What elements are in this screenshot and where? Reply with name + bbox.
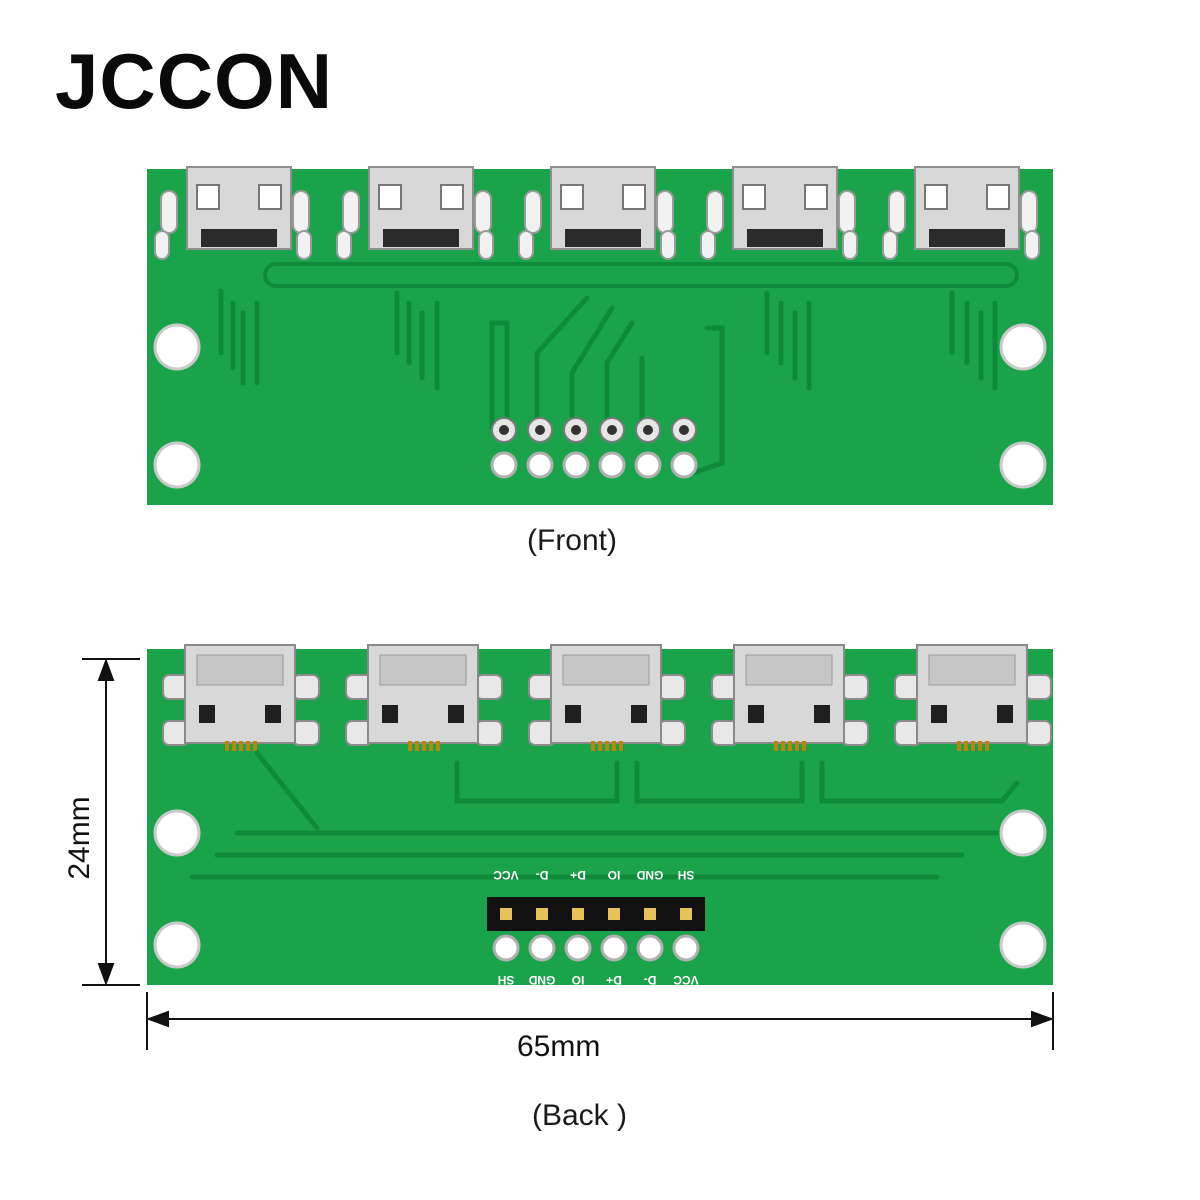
back-traces <box>189 750 1020 880</box>
through-hole-pad <box>564 934 592 962</box>
mounting-hole <box>153 323 201 371</box>
header-labels-top: SH GND IO D+ D- VCC <box>493 868 694 882</box>
through-hole-pad <box>562 451 590 479</box>
solder-joint <box>499 425 509 435</box>
header-pin-label-bottom: VCC <box>673 973 699 985</box>
front-traces <box>218 262 1019 478</box>
header-pin-label-bottom: GND <box>528 973 555 985</box>
mounting-hole <box>153 441 201 489</box>
micro-usb-port-back <box>162 644 320 751</box>
solder-joint <box>607 425 617 435</box>
back-pcb-board: SH GND IO D+ D- VCC VCC D- D+ IO GND SH <box>147 644 1053 985</box>
copper-trace <box>454 760 620 804</box>
mounting-hole <box>153 809 201 857</box>
copper-trace <box>569 305 615 428</box>
mounting-hole <box>999 323 1047 371</box>
through-hole-pad <box>670 451 698 479</box>
height-dimension-label: 24mm <box>63 796 96 880</box>
through-hole-pad <box>634 451 662 479</box>
front-pcb-board <box>147 166 1053 505</box>
front-port-row <box>154 166 1040 260</box>
solder-joint <box>679 425 689 435</box>
copper-trace <box>254 750 320 831</box>
copper-trace <box>684 325 725 478</box>
mounting-hole <box>999 441 1047 489</box>
header-pin <box>500 908 512 920</box>
copper-trace <box>489 320 510 431</box>
header-pin-label-bottom: D- <box>644 973 657 985</box>
solder-joint <box>643 425 653 435</box>
header-labels-bottom: VCC D- D+ IO GND SH <box>498 973 699 985</box>
header-pin-label-top: D+ <box>570 868 586 882</box>
mounting-hole <box>999 921 1047 969</box>
brand-logo-text: JCCON <box>55 37 334 125</box>
header-pin-label-bottom: IO <box>572 973 585 985</box>
micro-usb-port-front <box>518 166 676 260</box>
header-pin-label-top: D- <box>536 868 549 882</box>
mounting-hole <box>153 921 201 969</box>
header-pin-label-bottom: D+ <box>606 973 622 985</box>
through-hole-pad <box>672 934 700 962</box>
micro-usb-port-front <box>882 166 1040 260</box>
through-hole-pad <box>528 934 556 962</box>
through-hole-pad <box>600 934 628 962</box>
front-header-pads <box>490 417 698 479</box>
through-hole-pad <box>598 451 626 479</box>
header-pin-label-top: SH <box>678 868 695 882</box>
header-pin <box>644 908 656 920</box>
back-caption: (Back ) <box>532 1099 628 1132</box>
through-hole-pad <box>492 934 520 962</box>
copper-trace <box>819 760 1020 804</box>
header-pin <box>608 908 620 920</box>
pin-header-housing <box>487 897 705 931</box>
micro-usb-port-back <box>711 644 869 751</box>
header-pin <box>572 908 584 920</box>
solder-joint <box>571 425 581 435</box>
micro-usb-port-front <box>700 166 858 260</box>
width-dimension-label: 65mm <box>517 1030 601 1063</box>
micro-usb-port-back <box>528 644 686 751</box>
header-pin-label-top: GND <box>636 868 663 882</box>
back-mounting-holes <box>153 809 1047 969</box>
copper-trace <box>604 320 635 428</box>
solder-joint <box>535 425 545 435</box>
micro-usb-port-front <box>336 166 494 260</box>
header-pin <box>536 908 548 920</box>
micro-usb-port-back <box>894 644 1052 751</box>
front-mounting-holes <box>153 323 1047 489</box>
back-header <box>487 897 705 962</box>
micro-usb-port-front <box>154 166 312 260</box>
header-pin <box>680 908 692 920</box>
mounting-hole <box>999 809 1047 857</box>
through-hole-pad <box>636 934 664 962</box>
front-caption: (Front) <box>527 524 617 557</box>
micro-usb-port-back <box>345 644 503 751</box>
copper-trace <box>634 760 805 804</box>
header-pin-label-bottom: SH <box>498 973 515 985</box>
header-pin-label-top: IO <box>608 868 621 882</box>
header-pin-label-top: VCC <box>493 868 519 882</box>
copper-trace <box>534 295 590 428</box>
through-hole-pad <box>526 451 554 479</box>
through-hole-pad <box>490 451 518 479</box>
back-port-row <box>162 644 1052 751</box>
